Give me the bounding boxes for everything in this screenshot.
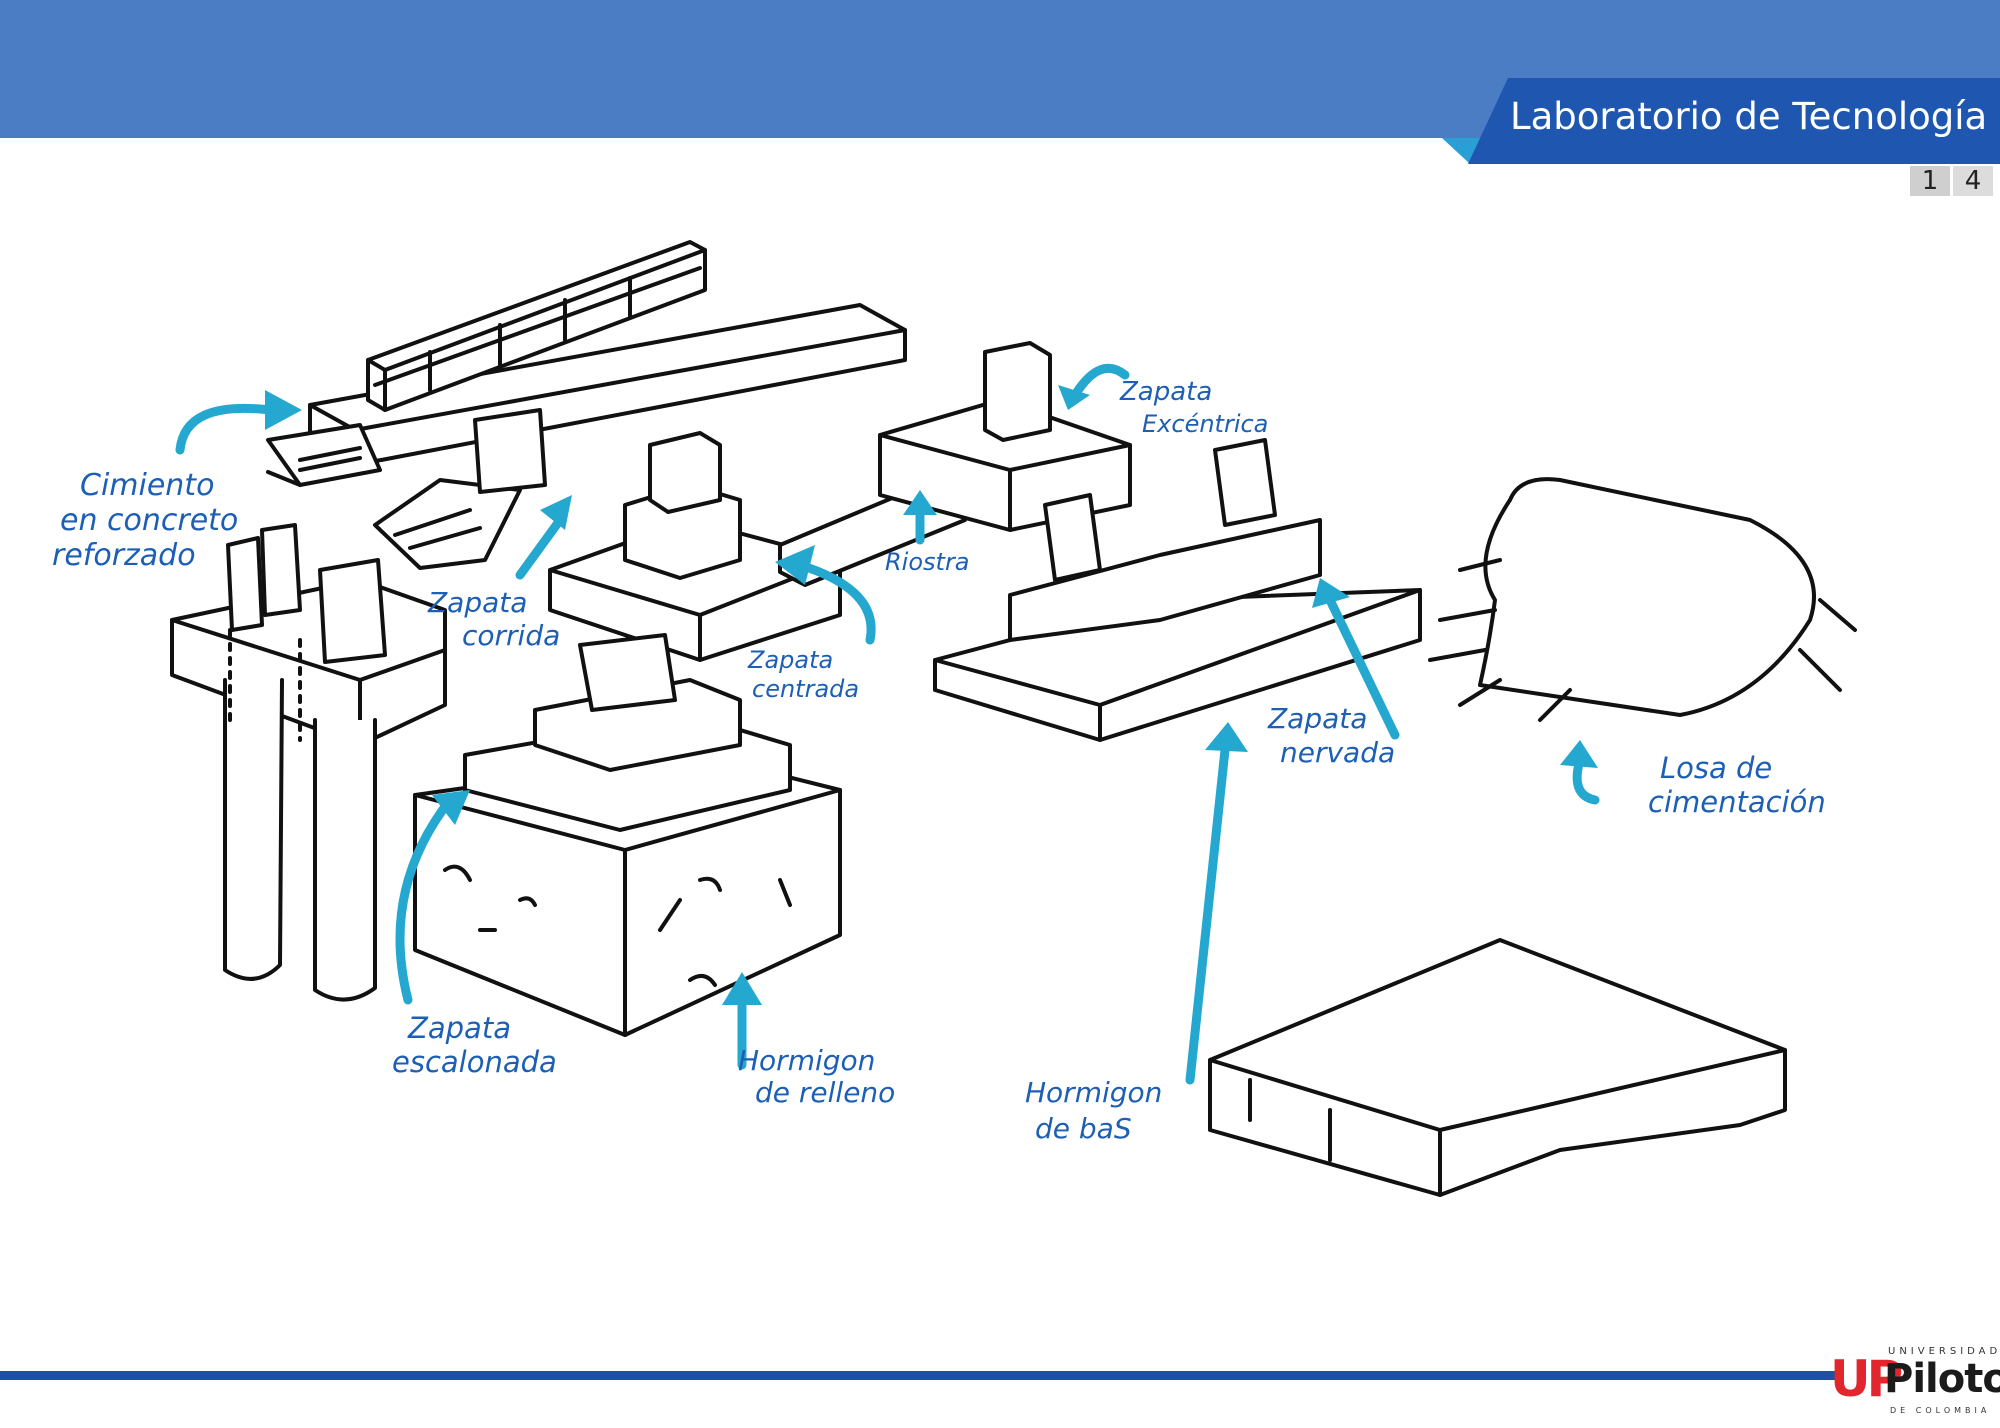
footer-line bbox=[0, 1371, 1835, 1380]
annotation-arrows bbox=[175, 363, 1600, 1085]
diagram-labels: Cimiento en concreto reforzado Zapata co… bbox=[52, 377, 1826, 1145]
label-cimiento-2: en concreto bbox=[60, 503, 238, 538]
label-losa-1: Losa de bbox=[1660, 751, 1772, 785]
zapata-centrada-sketch bbox=[548, 431, 842, 662]
label-hormigon-relleno-2: de relleno bbox=[755, 1076, 895, 1109]
lab-title: Laboratorio de Tecnología bbox=[1510, 95, 1988, 138]
label-zapata-corrida-2: corrida bbox=[462, 619, 560, 652]
page-number-digit-2: 4 bbox=[1953, 166, 1993, 196]
label-zapata-nervada-2: nervada bbox=[1280, 736, 1395, 769]
base-slab-sketch bbox=[1208, 938, 1787, 1197]
label-losa-2: cimentación bbox=[1648, 785, 1826, 819]
label-riostra: Riostra bbox=[885, 548, 970, 576]
label-zapata-escalonada-2: escalonada bbox=[392, 1045, 557, 1079]
pile-cap-sketch bbox=[170, 523, 447, 1002]
losa-cimentacion-sketch bbox=[1428, 477, 1857, 722]
label-zapata-corrida-1: Zapata bbox=[427, 586, 527, 619]
logo-university-text: UNIVERSIDAD bbox=[1888, 1346, 2000, 1357]
label-hormigon-base-2: de baS bbox=[1035, 1112, 1132, 1145]
label-cimiento-3: reforzado bbox=[52, 538, 196, 573]
label-hormigon-relleno-1: Hormigon bbox=[738, 1044, 875, 1077]
label-zapata-centrada-1: Zapata bbox=[747, 646, 833, 674]
label-zapata-escalonada-1: Zapata bbox=[407, 1011, 511, 1045]
strip-footing-wall-sketch bbox=[266, 240, 907, 487]
page-number-digit-1: 1 bbox=[1910, 166, 1950, 196]
zapata-nervada-sketch bbox=[933, 438, 1422, 742]
label-zapata-excentrica-1: Zapata bbox=[1119, 377, 1212, 407]
logo-country-text: DE COLOMBIA bbox=[1890, 1406, 1991, 1415]
zapata-escalonada-sketch bbox=[413, 633, 842, 1037]
label-cimiento-1: Cimiento bbox=[80, 468, 214, 503]
label-zapata-excentrica-2: Excéntrica bbox=[1142, 410, 1268, 438]
zapata-excentrica-sketch bbox=[878, 341, 1132, 532]
university-logo: UP UNIVERSIDAD Piloto DE COLOMBIA bbox=[1830, 1346, 2000, 1426]
label-hormigon-base-1: Hormigon bbox=[1025, 1076, 1162, 1109]
logo-mark: UP bbox=[1830, 1350, 1903, 1408]
label-zapata-nervada-1: Zapata bbox=[1267, 702, 1367, 735]
zapata-corrida-sketch bbox=[373, 408, 547, 570]
logo-name: Piloto bbox=[1884, 1356, 2000, 1402]
header-tab bbox=[1468, 78, 2000, 164]
label-zapata-centrada-2: centrada bbox=[752, 675, 859, 703]
